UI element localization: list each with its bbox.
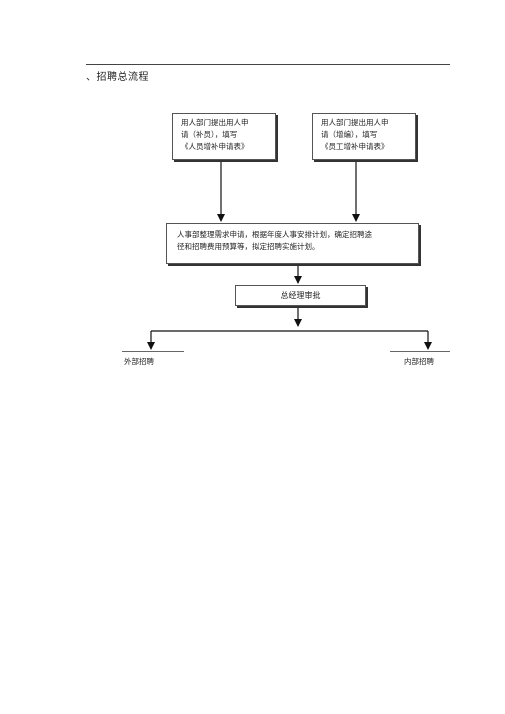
page-title: 、招聘总流程 bbox=[86, 72, 149, 83]
box-text-line: 《人员增补申请表》 bbox=[181, 142, 249, 151]
step-supplement-request: 用人部门提出用人申 请（补员），填写 《人员增补申请表》 bbox=[172, 113, 276, 160]
box-text-line: 径和招聘费用预算等，拟定招聘实施计划。 bbox=[177, 242, 320, 251]
external-underline bbox=[122, 351, 184, 352]
box-text-line: 《员工增补申请表》 bbox=[321, 142, 389, 151]
step-hr-plan: 人事部整理需求申请，根据年度人事安排计划，确定招聘途 径和招聘费用预算等，拟定招… bbox=[166, 223, 419, 264]
box-text-line: 请（增编），填写 bbox=[321, 130, 378, 139]
step-gm-approval: 总经理审批 bbox=[235, 285, 366, 306]
internal-underline bbox=[390, 351, 450, 352]
box-text-line: 人事部整理需求申请，根据年度人事安排计划，确定招聘途 bbox=[177, 230, 372, 239]
leaf-external-recruit: 外部招聘 bbox=[124, 357, 154, 366]
box-text-line: 请（补员），填写 bbox=[181, 130, 238, 139]
step-headcount-request: 用人部门提出用人申 请（增编），填写 《员工增补申请表》 bbox=[312, 113, 416, 160]
header-rule bbox=[86, 64, 450, 65]
leaf-internal-recruit: 内部招聘 bbox=[404, 357, 434, 366]
box-text-line: 用人部门提出用人申 bbox=[181, 118, 249, 127]
box-text-line: 用人部门提出用人申 bbox=[321, 118, 389, 127]
